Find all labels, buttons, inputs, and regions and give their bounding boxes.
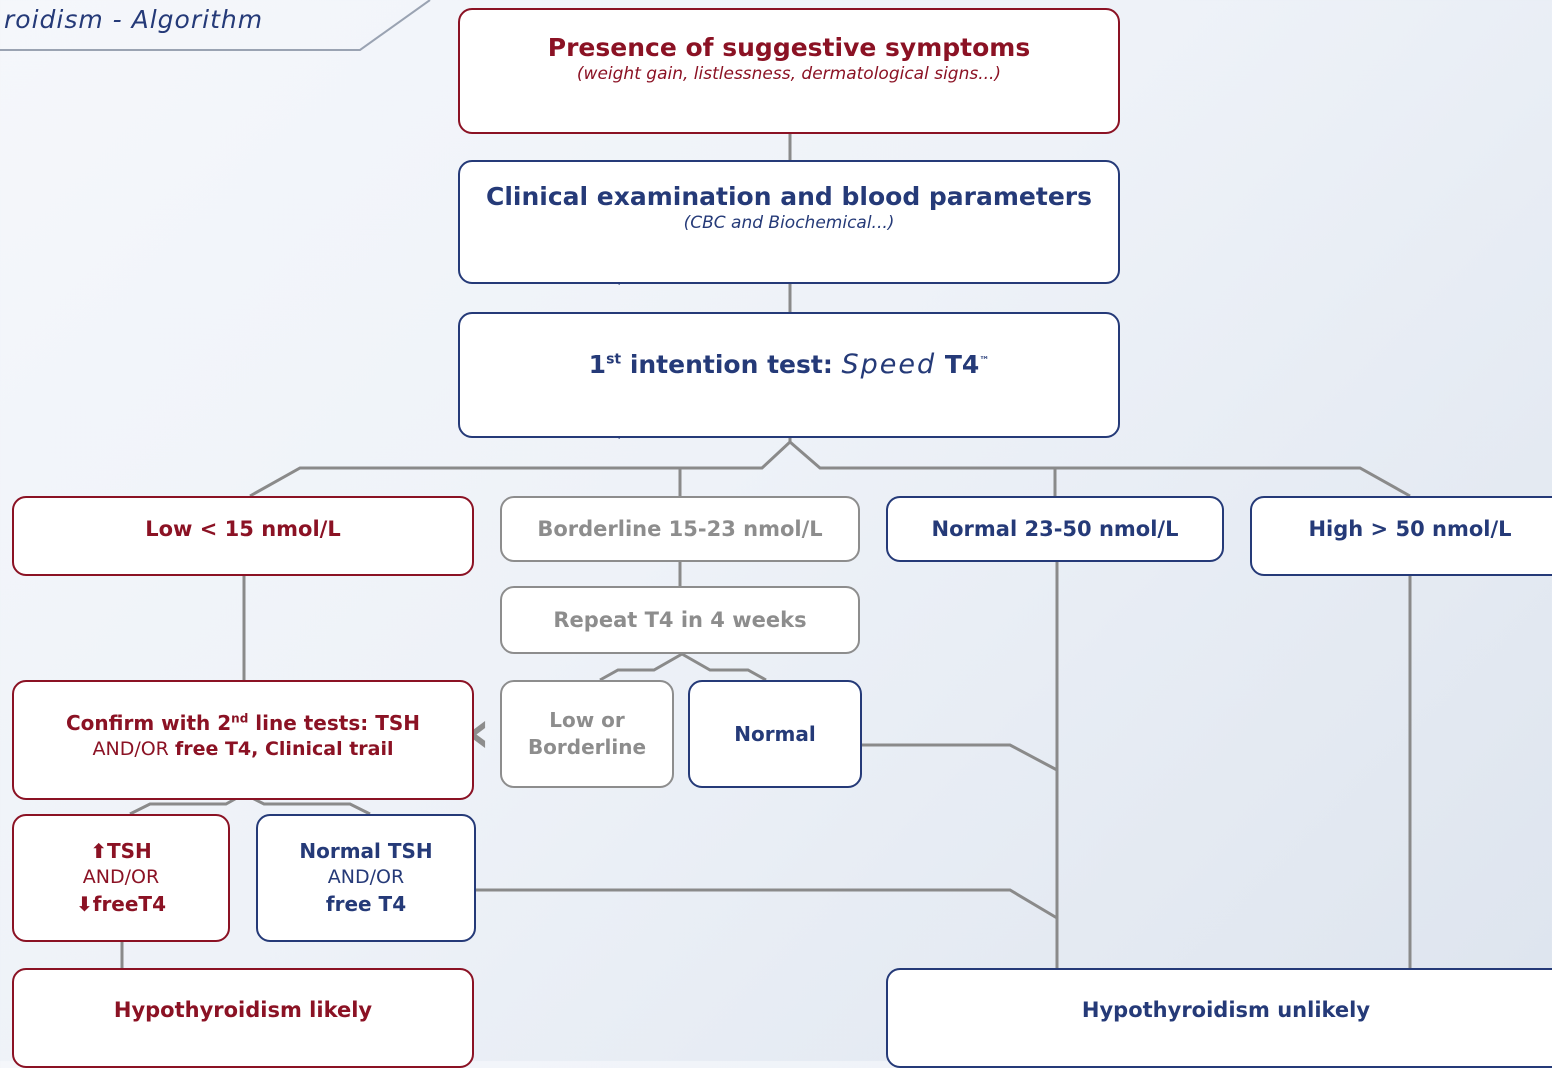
box-symptoms: Presence of suggestive symptoms (weight … xyxy=(458,8,1120,134)
box-normal-result: Normal xyxy=(688,680,862,788)
low-or-label: Low or xyxy=(549,708,625,732)
confirm-line1: Confirm with 2nd line tests: TSH xyxy=(66,710,420,735)
unlikely-label: Hypothyroidism unlikely xyxy=(1081,998,1371,1022)
normal-tsh-line2: AND/OR xyxy=(327,866,405,889)
box-tsh-up: ⬆TSH AND/OR ⬇freeT4 xyxy=(12,814,230,942)
likely-label: Hypothyroidism likely xyxy=(113,998,373,1022)
box-borderline: Borderline 15-23 nmol/L xyxy=(500,496,860,562)
exam-title: Clinical examination and blood parameter… xyxy=(485,181,1093,211)
connector-repeat-split xyxy=(599,652,767,682)
box-hypothyroidism-unlikely: Hypothyroidism unlikely xyxy=(886,968,1552,1068)
box-confirm-2nd-line: Confirm with 2nd line tests: TSH AND/OR … xyxy=(12,680,474,800)
borderline-result-label: Borderline xyxy=(527,735,647,759)
high-label: High > 50 nmol/L xyxy=(1308,517,1512,541)
symptoms-title: Presence of suggestive symptoms xyxy=(547,32,1031,62)
exam-subtitle: (CBC and Biochemical...) xyxy=(683,212,895,233)
confirm-line2: AND/OR free T4, Clinical trail xyxy=(92,737,394,760)
normal-range-label: Normal 23-50 nmol/L xyxy=(931,517,1179,541)
connector-test-branch xyxy=(249,418,1411,498)
box-high: High > 50 nmol/L xyxy=(1250,496,1552,576)
box-hypothyroidism-likely: Hypothyroidism likely xyxy=(12,968,474,1068)
tsh-up-line2: AND/OR xyxy=(82,866,160,889)
normal-tsh-line1: Normal TSH xyxy=(299,839,433,864)
normal-result-label: Normal xyxy=(734,721,816,746)
box-clinical-exam: Clinical examination and blood parameter… xyxy=(458,160,1120,284)
box-repeat-t4: Repeat T4 in 4 weeks xyxy=(500,586,860,654)
page-title: roidism - Algorithm xyxy=(4,5,264,34)
connector-normaltsh-line xyxy=(476,888,1058,920)
connector-normal-to-line xyxy=(862,743,1058,772)
normal-tsh-line3: free T4 xyxy=(325,891,407,916)
borderline-label: Borderline 15-23 nmol/L xyxy=(537,517,823,541)
box-first-intention-test: 1st intention test: Speed T4™ xyxy=(458,312,1120,438)
box-normal-range: Normal 23-50 nmol/L xyxy=(886,496,1224,562)
symptoms-subtitle: (weight gain, listlessness, dermatologic… xyxy=(576,63,1002,84)
box-low-or-borderline: Low or Borderline xyxy=(500,680,674,788)
first-test-label: 1st intention test: Speed T4™ xyxy=(588,348,990,380)
repeat-label: Repeat T4 in 4 weeks xyxy=(553,608,807,632)
title-tab-outline xyxy=(0,0,431,51)
speed-brand: Speed xyxy=(841,348,937,380)
tsh-up-line3: ⬇freeT4 xyxy=(75,891,166,916)
tsh-up-line1: ⬆TSH xyxy=(90,839,152,864)
box-normal-tsh: Normal TSH AND/OR free T4 xyxy=(256,814,476,942)
low-label: Low < 15 nmol/L xyxy=(145,517,341,541)
box-low: Low < 15 nmol/L xyxy=(12,496,474,576)
